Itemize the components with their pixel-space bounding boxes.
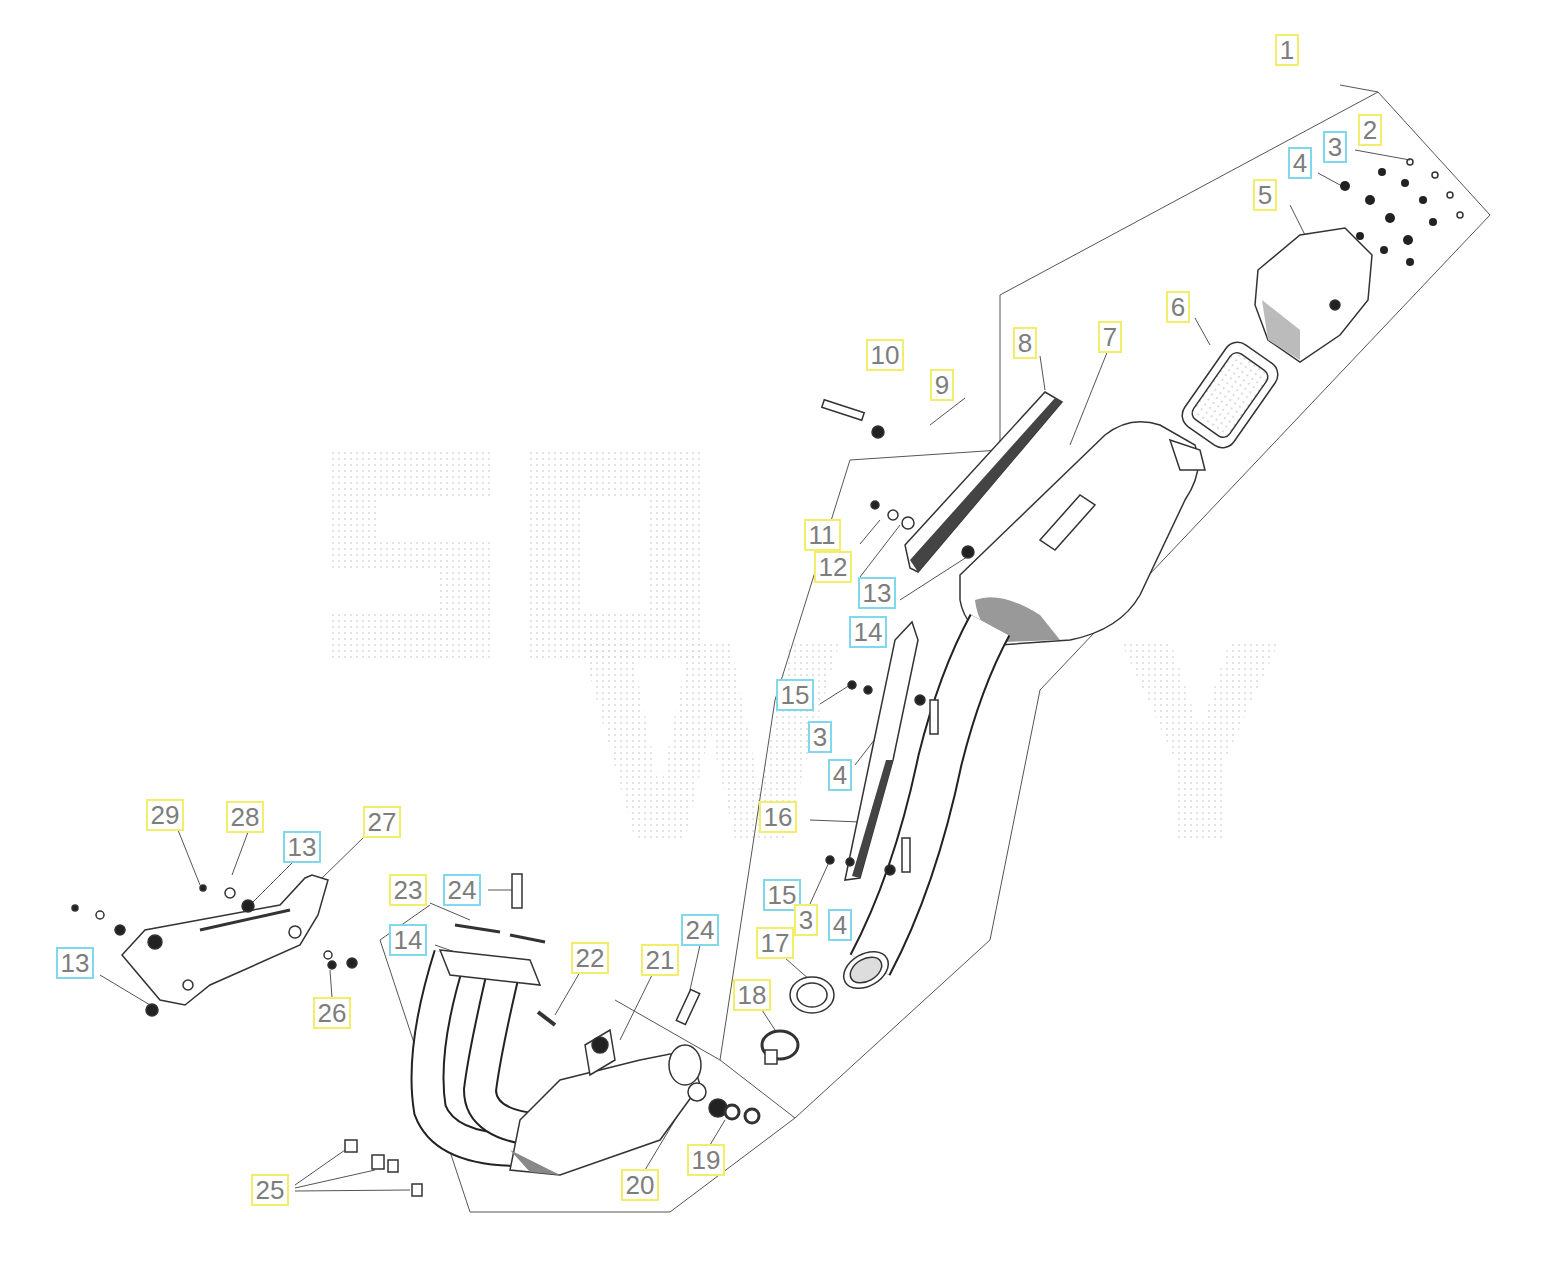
callout-number: 28 <box>226 801 265 833</box>
callout-number: 27 <box>363 806 402 838</box>
bolt <box>822 400 974 558</box>
callout-number: 16 <box>759 801 798 833</box>
end-cap <box>1255 228 1372 362</box>
callout-number: 11 <box>804 519 841 551</box>
group-outline <box>380 85 1490 1212</box>
clip <box>345 1140 422 1196</box>
callout-number: 24 <box>681 914 720 946</box>
callout-number: 4 <box>828 759 852 791</box>
callout-number: 2 <box>1358 114 1382 146</box>
bracket <box>122 875 328 1005</box>
callout-number: 14 <box>389 924 428 956</box>
callout-number: 25 <box>251 1174 290 1206</box>
callout-number: 3 <box>794 904 818 936</box>
callout-number: 13 <box>858 577 897 609</box>
callout-number: 10 <box>866 339 905 371</box>
callout-number: 18 <box>733 979 772 1011</box>
callout-number: 20 <box>621 1169 660 1201</box>
callout-number: 14 <box>849 616 888 648</box>
callout-number: 5 <box>1253 179 1277 211</box>
callout-number: 9 <box>930 369 954 401</box>
callout-number: 24 <box>443 874 482 906</box>
callout-number: 15 <box>776 679 815 711</box>
callout-number: 3 <box>1323 131 1347 163</box>
callout-number: 29 <box>146 799 185 831</box>
leader-line <box>100 150 1410 1191</box>
callout-number: 4 <box>1288 147 1312 179</box>
callout-number: 26 <box>313 997 352 1029</box>
end-cap-shade <box>1262 300 1300 360</box>
callout-number: 1 <box>1275 34 1299 66</box>
callout-number: 19 <box>687 1144 726 1176</box>
callout-number: 8 <box>1013 327 1037 359</box>
grill <box>1177 337 1284 453</box>
callout-number: 13 <box>56 947 95 979</box>
callout-number: 13 <box>283 831 322 863</box>
callout-number: 17 <box>756 927 795 959</box>
callout-number: 22 <box>571 942 610 974</box>
callout-number: 12 <box>814 551 853 583</box>
callout-number: 6 <box>1166 291 1190 323</box>
pipe-shield <box>845 622 918 880</box>
callout-number: 23 <box>389 874 428 906</box>
heat-shield <box>905 392 1062 572</box>
callout-number: 7 <box>1098 321 1122 353</box>
callout-number: 21 <box>641 944 680 976</box>
callout-number: 3 <box>808 721 832 753</box>
callout-number: 4 <box>828 909 852 941</box>
